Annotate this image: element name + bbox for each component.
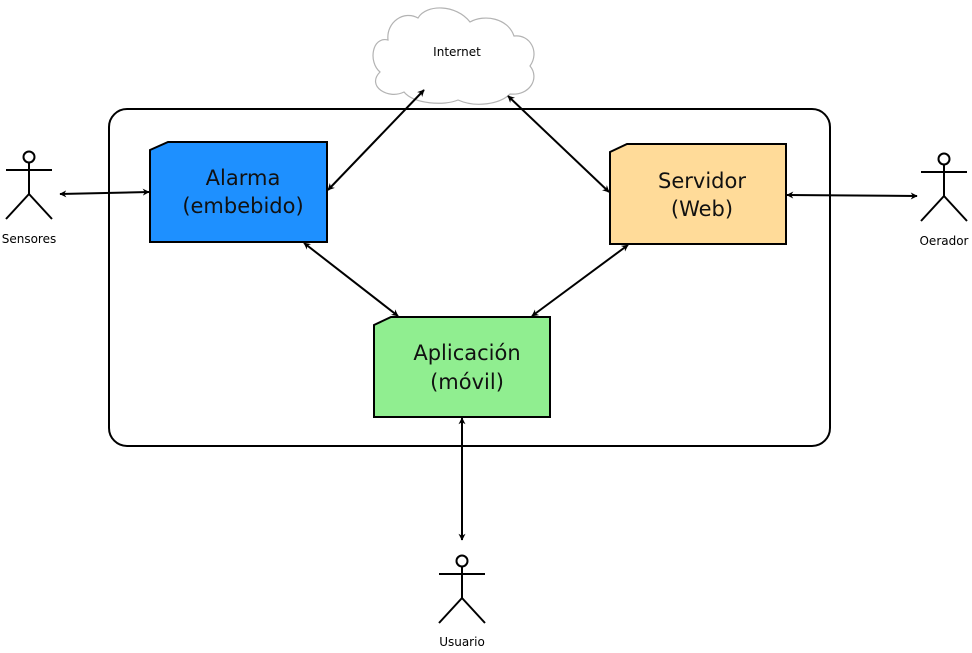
connector-servidor-aplicacion <box>531 244 629 317</box>
connector-servidor-operador <box>786 191 918 200</box>
sensores-actor <box>5 150 53 220</box>
operador-actor <box>920 152 968 222</box>
internet-cloud: Internet <box>372 7 535 105</box>
sensores-label: Sensores <box>2 232 57 246</box>
aplicacion-box <box>373 316 551 418</box>
alarma-label-line1: Alarma <box>206 166 281 190</box>
alarma-component: Alarma (embebido) <box>149 141 328 243</box>
aplicacion-label-line2: (móvil) <box>430 370 504 394</box>
aplicacion-component: Aplicación (móvil) <box>373 316 551 418</box>
servidor-component: Servidor (Web) <box>609 143 787 245</box>
connector-internet-alarma <box>327 89 425 191</box>
usuario-actor-head <box>455 554 469 568</box>
servidor-label-line2: (Web) <box>671 197 733 221</box>
internet-label: Internet <box>433 45 481 59</box>
servidor-box <box>609 143 787 245</box>
aplicacion-label-line1: Aplicación <box>413 341 520 365</box>
connector-internet-servidor <box>507 95 610 193</box>
sensores-actor-head <box>22 150 36 164</box>
connector-sensores-alarma <box>59 188 150 198</box>
operador-label: Oerador <box>919 234 968 248</box>
alarma-box <box>149 141 328 243</box>
operador-actor-head <box>937 152 951 166</box>
connector-alarma-aplicacion <box>303 242 399 317</box>
usuario-label: Usuario <box>439 635 485 649</box>
system-boundary <box>108 108 831 447</box>
usuario-actor <box>438 554 486 624</box>
alarma-label-line2: (embebido) <box>182 194 303 218</box>
servidor-label-line1: Servidor <box>658 169 746 193</box>
